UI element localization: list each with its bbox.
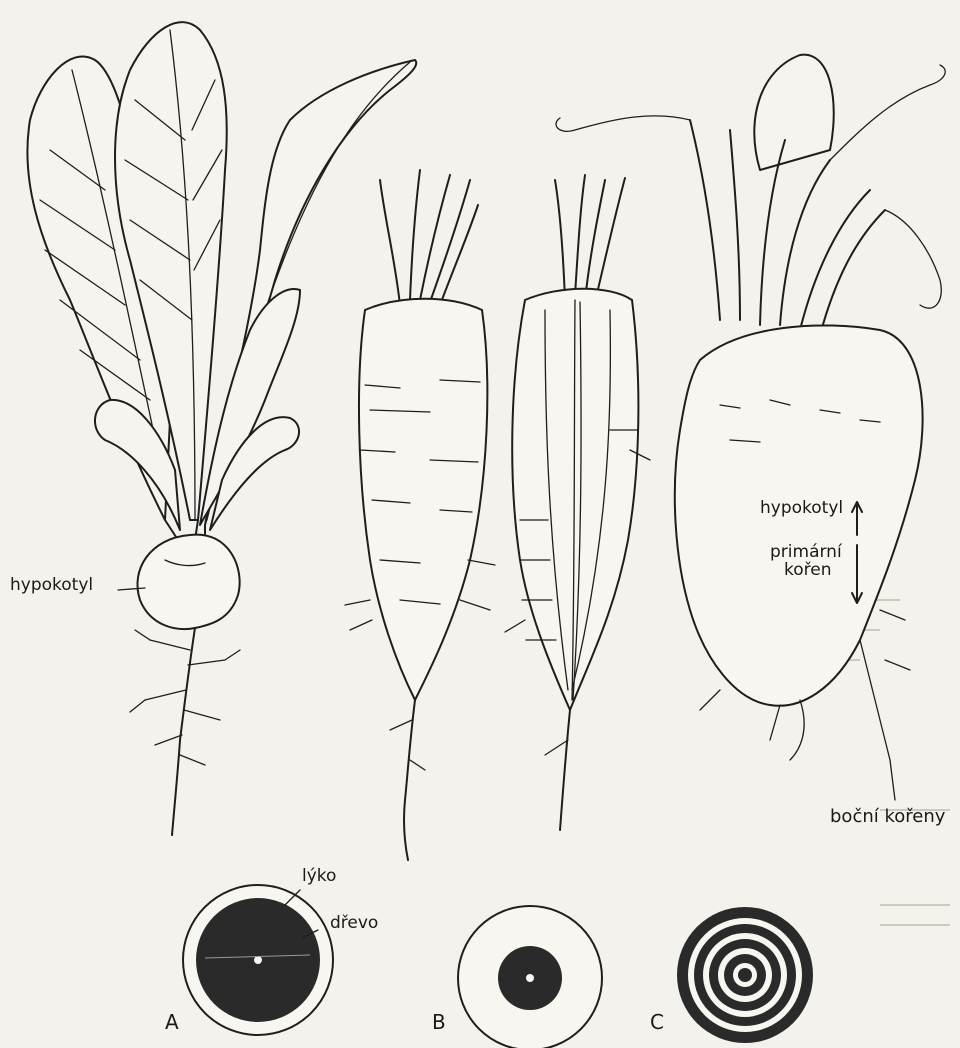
- cross-section-c-icon: [677, 907, 813, 1043]
- carrot-root-icon: [345, 170, 495, 860]
- cross-section-b-icon: [458, 906, 602, 1048]
- cross-section-a-icon: [183, 885, 333, 1035]
- cross-section-a-label: A: [165, 1012, 179, 1033]
- hypokotyl-label-right: hypokotyl: [760, 500, 843, 518]
- hypokotyl-label-left: hypokotyl: [10, 577, 93, 595]
- beet-plant-icon: [27, 22, 416, 835]
- carrot-longitudinal-section-icon: [505, 175, 650, 830]
- cross-section-c-label: C: [650, 1012, 664, 1033]
- lyko-label: lýko: [302, 868, 336, 886]
- cross-section-b-label: B: [432, 1012, 446, 1033]
- koren-label: kořen: [784, 562, 832, 580]
- bocni-koreny-label: boční kořeny: [830, 808, 945, 827]
- drevo-label: dřevo: [330, 915, 378, 933]
